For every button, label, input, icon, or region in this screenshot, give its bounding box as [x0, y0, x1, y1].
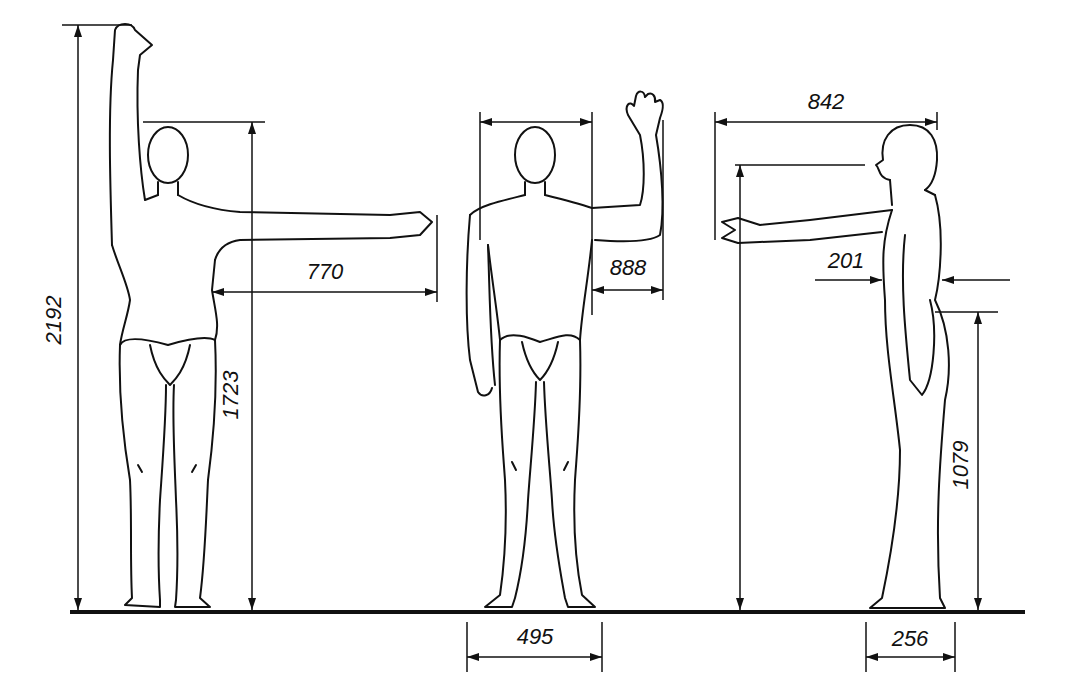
- dimension-label: 495: [515, 625, 556, 649]
- dimension-line: [715, 121, 937, 123]
- dimension-label: 256: [890, 627, 931, 651]
- dimension-line: [212, 291, 437, 293]
- extended-arm: [178, 195, 432, 260]
- dimension-label: 770: [305, 260, 346, 284]
- side-figure: [722, 125, 949, 608]
- extension-line: [436, 215, 438, 302]
- raised-arm: [110, 24, 158, 245]
- ground-line: [70, 610, 1025, 614]
- torso: [112, 245, 217, 345]
- raised-arm: [592, 92, 663, 242]
- dimension-label: 888: [608, 256, 649, 280]
- extension-line: [143, 121, 265, 123]
- front-figure-reach: [110, 24, 432, 607]
- neck: [525, 182, 545, 195]
- dimension-label: 1723: [219, 369, 243, 422]
- dimension-line: [942, 279, 1010, 281]
- dimension-label: 2192: [42, 294, 66, 347]
- dimension-label: 201: [826, 249, 867, 273]
- dimension-label: 1079: [949, 439, 973, 492]
- hanging-arm: [467, 215, 495, 395]
- pelvis: [500, 335, 580, 380]
- extension-line: [479, 112, 481, 240]
- head: [148, 127, 188, 183]
- extension-line: [935, 311, 998, 313]
- legs: [485, 340, 595, 607]
- dimension-lines: [62, 25, 1025, 672]
- dimension-line: [977, 312, 979, 610]
- body-profile: [870, 195, 949, 608]
- dimension-line: [815, 279, 882, 281]
- dimension-line: [467, 656, 602, 658]
- extension-line: [601, 622, 603, 672]
- torso: [488, 240, 592, 340]
- neck: [890, 180, 935, 205]
- figures: [110, 24, 949, 608]
- front-figure-raised-hand: [467, 92, 663, 607]
- knees: [138, 465, 196, 472]
- extension-line: [714, 112, 716, 240]
- extension-line: [62, 24, 132, 26]
- extension-line: [466, 622, 468, 672]
- extension-line: [865, 622, 867, 672]
- knees: [512, 462, 568, 470]
- legs: [120, 340, 216, 607]
- pelvis: [120, 338, 215, 385]
- hanging-arm: [903, 235, 934, 395]
- neck: [158, 182, 178, 195]
- dimension-line: [480, 121, 592, 123]
- head: [515, 127, 555, 183]
- dimension-line: [77, 25, 79, 610]
- extension-line: [662, 120, 664, 300]
- extension-line: [591, 112, 593, 315]
- extension-line: [936, 112, 938, 130]
- dimension-line: [866, 656, 955, 658]
- dimension-line: [251, 122, 253, 610]
- dimension-line: [739, 165, 741, 610]
- extension-line: [735, 164, 865, 166]
- extended-arm: [722, 210, 892, 243]
- extension-line: [954, 622, 956, 672]
- dimension-line: [592, 289, 663, 291]
- head-profile: [876, 125, 937, 190]
- dimension-label: 842: [806, 90, 847, 114]
- shoulders: [470, 195, 592, 215]
